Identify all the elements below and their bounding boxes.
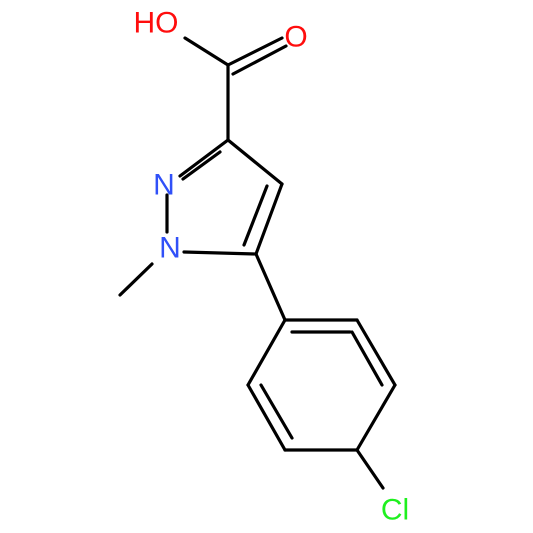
bond-ph1-ph2	[246, 318, 287, 387]
bond-phenyl-cl	[355, 448, 385, 490]
bond-n1-methyl	[118, 262, 154, 297]
atom-label-chlorine: Cl	[381, 494, 409, 527]
bond-c-o-double-1	[226, 36, 284, 67]
bond-c3-n2-double-inner	[181, 150, 222, 181]
bond-phenyl-inner-2	[350, 330, 384, 387]
bond-ph2-ph3	[246, 383, 287, 452]
bond-c4-c3	[226, 138, 284, 186]
bond-phenyl-inner-1	[259, 383, 294, 440]
bond-c5-c4-double-outer	[254, 182, 284, 256]
atom-label-n2: N	[153, 169, 175, 202]
bond-ph4-ph5	[355, 383, 397, 452]
atom-label-n1: N	[159, 232, 181, 265]
bond-c3-n2-double-outer	[178, 138, 230, 178]
bond-c5-c4-double-inner	[242, 184, 269, 247]
bond-c5-phenyl	[254, 252, 287, 322]
atom-label-hydroxyl: HO	[134, 7, 179, 40]
bond-c-oh	[183, 36, 230, 67]
atom-label-carbonyl-oxygen: O	[284, 21, 307, 54]
bond-n1-c5	[182, 250, 258, 256]
bond-c-o-double-2	[231, 44, 288, 76]
bond-ph5-ph6	[355, 318, 397, 387]
